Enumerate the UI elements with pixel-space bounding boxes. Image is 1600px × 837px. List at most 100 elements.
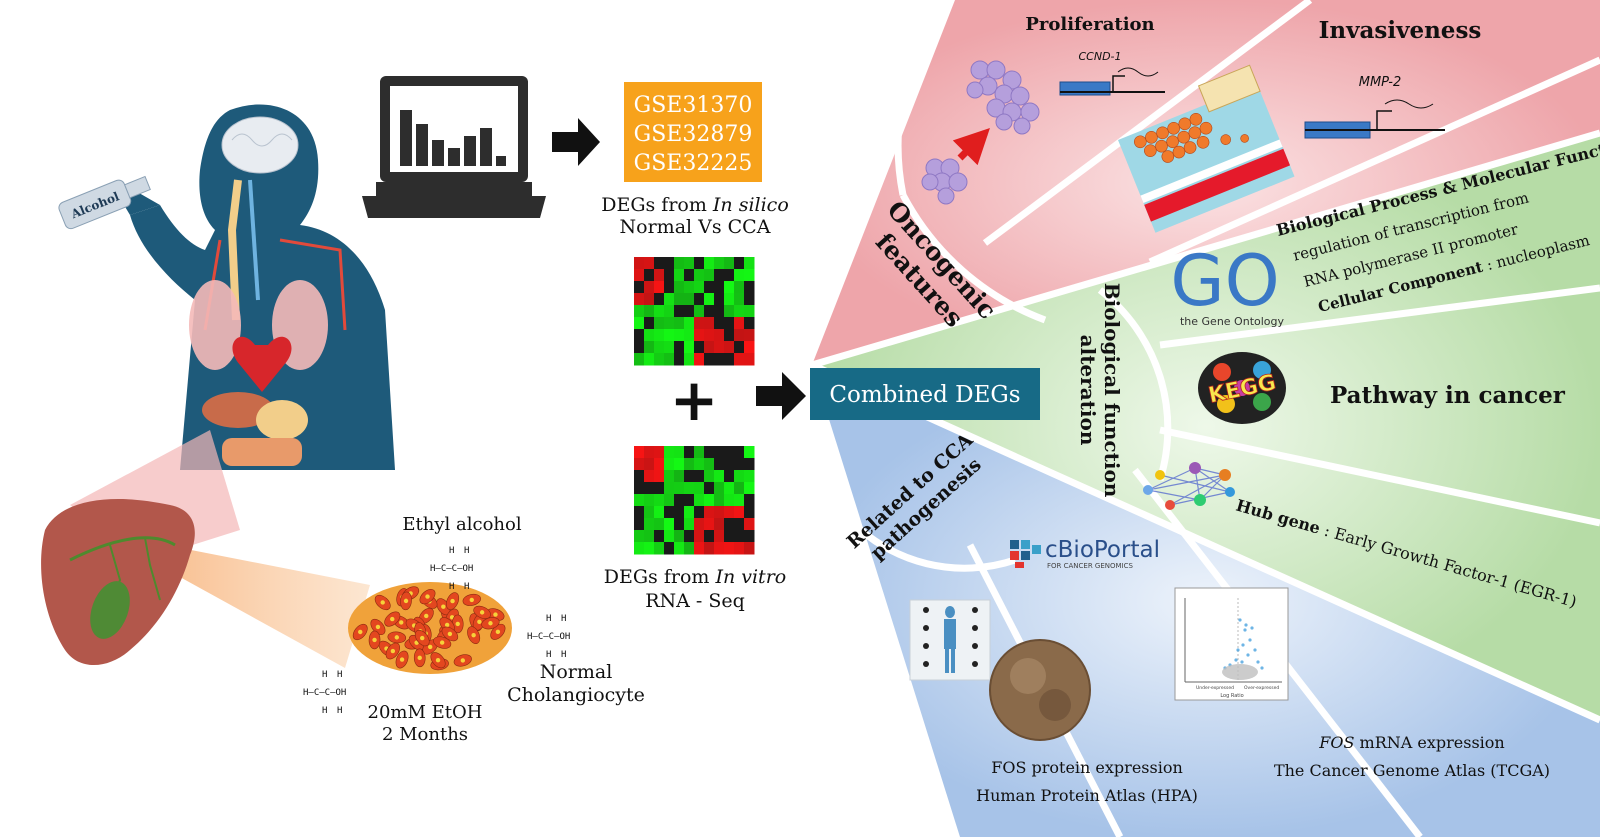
heatmap-cell bbox=[744, 293, 755, 306]
liver-icon bbox=[41, 498, 195, 666]
heatmap-cell bbox=[714, 518, 725, 531]
heatmap-cell bbox=[744, 269, 755, 282]
heatmap-cell bbox=[674, 506, 685, 519]
heatmap-cell bbox=[714, 542, 725, 555]
heatmap-cell bbox=[684, 458, 695, 471]
heatmap-cell bbox=[694, 542, 705, 555]
heatmap-cell bbox=[714, 293, 725, 306]
heatmap-cell bbox=[694, 458, 705, 471]
heatmap-cell bbox=[634, 257, 645, 270]
heatmap-cell bbox=[644, 257, 655, 270]
heatmap-cell bbox=[674, 518, 685, 531]
heatmap-cell bbox=[684, 518, 695, 531]
heatmap-cell bbox=[644, 494, 655, 507]
heatmap-cell bbox=[704, 281, 715, 294]
heatmap-cell bbox=[714, 257, 725, 270]
cell-nucleus bbox=[417, 655, 422, 661]
heatmap-cell bbox=[664, 353, 675, 366]
heatmap-cell bbox=[744, 341, 755, 354]
heatmap-cell bbox=[634, 506, 645, 519]
heatmap-cell bbox=[704, 506, 715, 519]
heatmap-cell bbox=[684, 470, 695, 483]
heatmap-cell bbox=[654, 470, 665, 483]
heatmap-cell bbox=[684, 482, 695, 495]
volcano-x-label: Log Ratio bbox=[1220, 693, 1243, 699]
network-icon bbox=[1143, 462, 1235, 510]
ethanol-structure-1: H H H–C–C–OH H H bbox=[430, 546, 473, 592]
heatmap-cell bbox=[724, 329, 735, 342]
heatmap-cell bbox=[744, 506, 755, 519]
heatmap-cell bbox=[664, 458, 675, 471]
heatmap-cell bbox=[724, 446, 735, 459]
chem-h: H bbox=[337, 706, 342, 716]
heatmap-cell bbox=[654, 542, 665, 555]
heatmap-cell bbox=[674, 458, 685, 471]
invitro-line1: DEGs from In vitro bbox=[604, 566, 786, 588]
heatmap-cell bbox=[634, 353, 645, 366]
heatmap-cell bbox=[714, 530, 725, 543]
heatmap-cell bbox=[724, 506, 735, 519]
insilico-line2: Normal Vs CCA bbox=[620, 216, 771, 238]
cell-nucleus bbox=[403, 598, 409, 604]
heatmap-cell bbox=[644, 329, 655, 342]
heatmap-cell bbox=[654, 446, 665, 459]
heatmap-cell bbox=[734, 293, 745, 306]
proliferation-label: Proliferation bbox=[1025, 14, 1154, 35]
heatmap-cell bbox=[674, 257, 685, 270]
biological-line1: Biological function bbox=[1100, 283, 1124, 498]
heatmap-cell bbox=[744, 317, 755, 330]
arrow-right-icon bbox=[552, 118, 600, 166]
chem-h: H bbox=[561, 614, 566, 624]
chem-h: H bbox=[322, 670, 327, 680]
heatmap-cell bbox=[644, 353, 655, 366]
heatmap-cell bbox=[664, 542, 675, 555]
chem-h: H bbox=[322, 706, 327, 716]
heatmap-cell bbox=[694, 353, 705, 366]
cell-nucleus bbox=[425, 594, 430, 599]
cell-nucleus bbox=[358, 629, 363, 635]
heatmap-cell bbox=[724, 518, 735, 531]
heatmap-cell bbox=[654, 353, 665, 366]
heatmap-cell bbox=[634, 305, 645, 318]
heatmap-cell bbox=[704, 269, 715, 282]
insilico-line1: DEGs from In silico bbox=[601, 194, 789, 216]
fos-mrna-label: FOS mRNA expression bbox=[1318, 733, 1504, 752]
heatmap-cell bbox=[724, 470, 735, 483]
heatmap-cell bbox=[684, 506, 695, 519]
go-logo: GO the Gene Ontology bbox=[1170, 240, 1284, 328]
heatmap-cell bbox=[714, 341, 725, 354]
heatmap-cell bbox=[704, 341, 715, 354]
heatmap-cell bbox=[724, 317, 735, 330]
heatmap-cell bbox=[694, 293, 705, 306]
heatmap-cell bbox=[704, 305, 715, 318]
arrow-right-icon-2 bbox=[756, 372, 806, 420]
heatmap-cell bbox=[674, 482, 685, 495]
heatmap-icon bbox=[634, 257, 755, 366]
heatmap-cell bbox=[684, 257, 695, 270]
heatmap-cell bbox=[744, 353, 755, 366]
cell-nucleus bbox=[380, 600, 385, 605]
bar-chart-icon bbox=[400, 110, 506, 166]
heatmap-cell bbox=[634, 530, 645, 543]
heatmap-cell bbox=[644, 506, 655, 519]
heatmap-cell bbox=[644, 305, 655, 318]
heatmap-cell bbox=[694, 305, 705, 318]
heatmap-cell bbox=[634, 293, 645, 306]
heatmap-cell bbox=[714, 329, 725, 342]
heatmap-cell bbox=[654, 530, 665, 543]
heatmap-cell bbox=[734, 269, 745, 282]
heatmap-cell bbox=[644, 470, 655, 483]
cell-nucleus bbox=[399, 620, 404, 625]
cell-cluster-cholangiocyte bbox=[348, 582, 512, 674]
heatmap-cell bbox=[694, 257, 705, 270]
cell-nucleus bbox=[390, 616, 395, 622]
heatmap-cell bbox=[704, 293, 715, 306]
heatmap-cell bbox=[724, 353, 735, 366]
cell-nucleus bbox=[435, 657, 441, 663]
gse-1: GSE31370 bbox=[634, 93, 753, 118]
body-atlas-icon bbox=[909, 599, 991, 681]
heatmap-cell bbox=[744, 446, 755, 459]
heatmap-cell bbox=[654, 518, 665, 531]
heatmap-cell bbox=[724, 530, 735, 543]
